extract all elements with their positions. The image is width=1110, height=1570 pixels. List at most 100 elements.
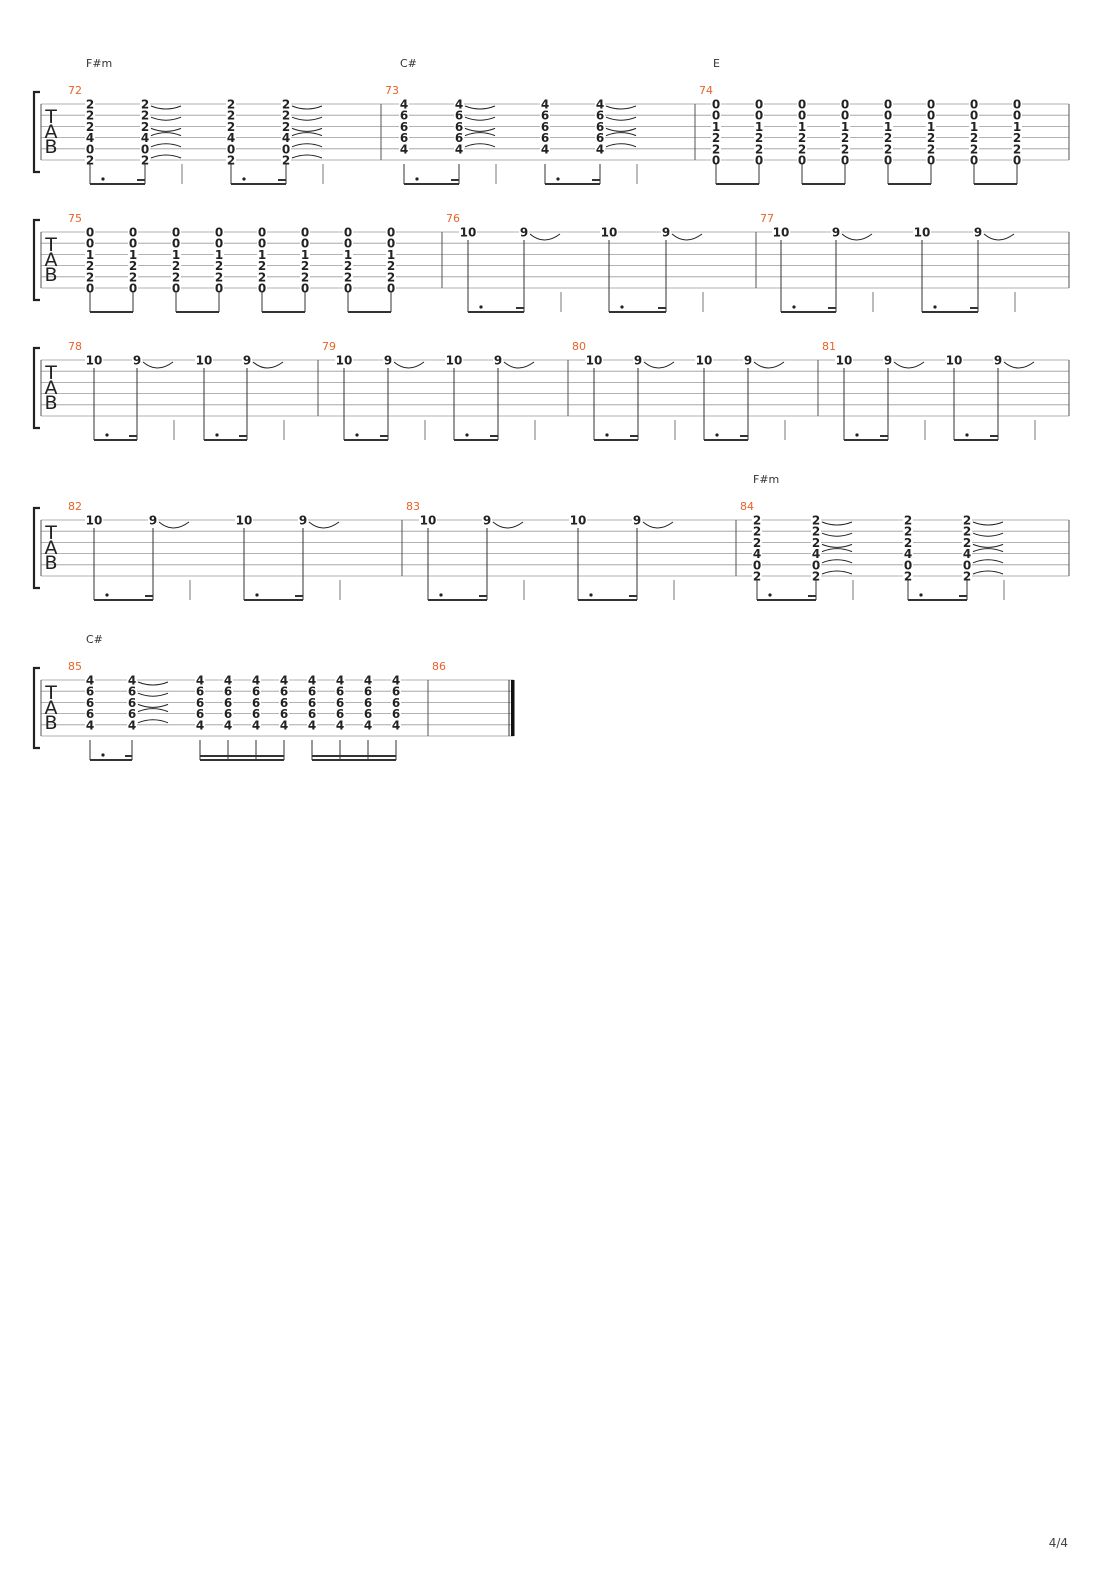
fret-bg bbox=[281, 143, 291, 154]
tie-arc bbox=[821, 532, 853, 537]
system-bracket bbox=[32, 218, 40, 302]
fret-bg bbox=[540, 143, 550, 154]
fret-bg bbox=[903, 548, 913, 559]
tie-arc bbox=[150, 154, 182, 159]
fret-number: 2 bbox=[86, 259, 94, 273]
fret-number: 2 bbox=[1013, 131, 1021, 145]
fret-bg bbox=[399, 143, 409, 154]
fret-bg bbox=[307, 719, 317, 730]
fret-number: 2 bbox=[812, 525, 820, 539]
fret-number: 0 bbox=[86, 282, 94, 296]
fret-bg bbox=[127, 686, 137, 697]
fret-bg bbox=[300, 227, 310, 237]
fret-number: 4 bbox=[392, 674, 400, 688]
fret-number: 0 bbox=[712, 98, 720, 112]
fret-bg bbox=[743, 355, 753, 365]
fret-bg bbox=[223, 708, 233, 719]
fret-bg bbox=[752, 537, 762, 548]
tie-arc bbox=[605, 116, 637, 121]
chord-name: F#m bbox=[753, 473, 779, 486]
tab-clef-letter: B bbox=[44, 264, 57, 286]
fret-bg bbox=[195, 686, 205, 697]
tie-arc bbox=[972, 532, 1004, 537]
fret-number: 9 bbox=[494, 354, 502, 368]
fret-number: 2 bbox=[841, 131, 849, 145]
fret-number: 6 bbox=[336, 696, 344, 710]
tie-arc bbox=[671, 233, 703, 241]
fret-number: 6 bbox=[455, 131, 463, 145]
fret-number: 4 bbox=[224, 718, 232, 732]
fret-number: 0 bbox=[755, 154, 763, 168]
fret-number: 2 bbox=[904, 570, 912, 584]
fret-bg bbox=[257, 238, 267, 249]
fret-number: 4 bbox=[455, 142, 463, 156]
fret-bg bbox=[840, 143, 850, 154]
fret-number: 0 bbox=[712, 109, 720, 123]
fret-bg bbox=[540, 110, 550, 121]
fret-number: 0 bbox=[344, 237, 352, 251]
tab-clef-letter: A bbox=[45, 249, 58, 271]
fret-number: 1 bbox=[86, 248, 94, 262]
fret-number: 9 bbox=[662, 226, 670, 240]
fret-bg bbox=[840, 132, 850, 143]
fret-number: 2 bbox=[227, 154, 235, 168]
rhythm-dot bbox=[355, 433, 359, 437]
tie-arc bbox=[137, 681, 169, 686]
fret-bg bbox=[962, 559, 972, 570]
fret-bg bbox=[300, 260, 310, 271]
fret-bg bbox=[127, 675, 137, 685]
fret-number: 9 bbox=[744, 354, 752, 368]
tie-arc bbox=[821, 570, 853, 575]
fret-number: 10 bbox=[914, 226, 931, 240]
fret-bg bbox=[962, 548, 972, 559]
fret-bg bbox=[214, 260, 224, 271]
tab-clef-letter: T bbox=[44, 234, 57, 256]
fret-number: 0 bbox=[258, 282, 266, 296]
tie-arc bbox=[753, 361, 785, 369]
fret-number: 2 bbox=[963, 525, 971, 539]
fret-bg bbox=[85, 697, 95, 708]
tie-arc bbox=[150, 105, 182, 110]
fret-bg bbox=[386, 227, 396, 237]
fret-bg bbox=[214, 238, 224, 249]
fret-bg bbox=[214, 249, 224, 260]
fret-bg bbox=[399, 121, 409, 132]
fret-number: 6 bbox=[336, 685, 344, 699]
measure-number: 77 bbox=[760, 212, 774, 225]
fret-bg bbox=[257, 260, 267, 271]
fret-number: 6 bbox=[308, 685, 316, 699]
fret-bg bbox=[903, 559, 913, 570]
fret-bg bbox=[711, 99, 721, 109]
fret-number: 6 bbox=[128, 696, 136, 710]
fret-number: 0 bbox=[387, 226, 395, 240]
fret-number: 2 bbox=[141, 98, 149, 112]
fret-number: 0 bbox=[841, 154, 849, 168]
fret-number: 2 bbox=[282, 98, 290, 112]
fret-bg bbox=[85, 121, 95, 132]
fret-bg bbox=[85, 110, 95, 121]
fret-number: 6 bbox=[541, 109, 549, 123]
fret-bg bbox=[300, 271, 310, 282]
fret-number: 6 bbox=[455, 109, 463, 123]
rhythm-dot bbox=[933, 305, 937, 309]
fret-number: 1 bbox=[712, 120, 720, 134]
fret-bg bbox=[127, 708, 137, 719]
fret-number: 0 bbox=[129, 237, 137, 251]
fret-bg bbox=[797, 143, 807, 154]
fret-number: 6 bbox=[128, 685, 136, 699]
fret-bg bbox=[226, 121, 236, 132]
fret-bg bbox=[383, 355, 393, 365]
fret-number: 9 bbox=[149, 514, 157, 528]
fret-number: 2 bbox=[884, 131, 892, 145]
fret-bg bbox=[242, 355, 252, 365]
fret-number: 4 bbox=[541, 142, 549, 156]
rhythm-dot bbox=[715, 433, 719, 437]
tie-arc bbox=[137, 708, 169, 713]
fret-number: 4 bbox=[400, 142, 408, 156]
fret-bg bbox=[811, 515, 821, 525]
fret-number: 1 bbox=[172, 248, 180, 262]
fret-bg bbox=[399, 110, 409, 121]
fret-bg bbox=[281, 110, 291, 121]
tab-clef-letter: A bbox=[45, 377, 58, 399]
